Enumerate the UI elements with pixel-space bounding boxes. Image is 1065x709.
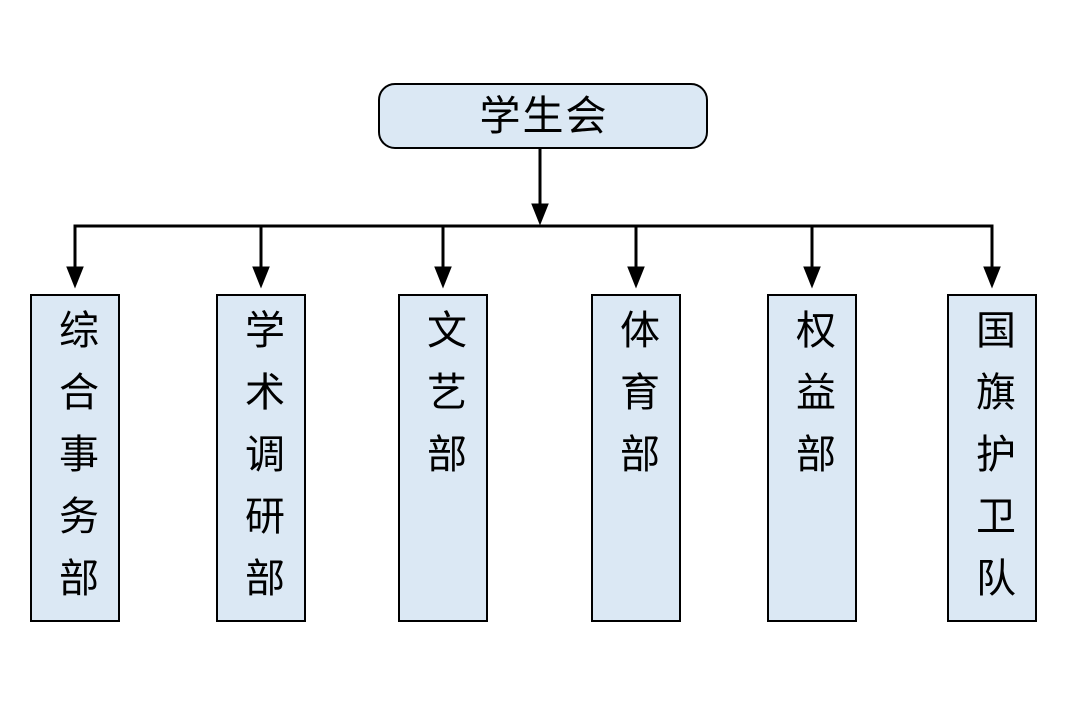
node-sports-dept: 体育部 xyxy=(591,294,681,622)
node-general-affairs-dept-label: 综合事务部 xyxy=(52,309,98,619)
node-sports-dept-label: 体育部 xyxy=(613,309,659,495)
node-flag-guard-team-label: 国旗护卫队 xyxy=(969,309,1015,619)
node-academic-research-dept: 学术调研部 xyxy=(216,294,306,622)
node-student-union: 学生会 xyxy=(378,83,708,149)
node-arts-dept: 文艺部 xyxy=(398,294,488,622)
node-flag-guard-team: 国旗护卫队 xyxy=(947,294,1037,622)
node-academic-research-dept-label: 学术调研部 xyxy=(238,309,284,619)
node-rights-dept-label: 权益部 xyxy=(789,309,835,495)
node-rights-dept: 权益部 xyxy=(767,294,857,622)
node-general-affairs-dept: 综合事务部 xyxy=(30,294,120,622)
node-student-union-label: 学生会 xyxy=(479,91,609,140)
node-arts-dept-label: 文艺部 xyxy=(420,309,466,495)
